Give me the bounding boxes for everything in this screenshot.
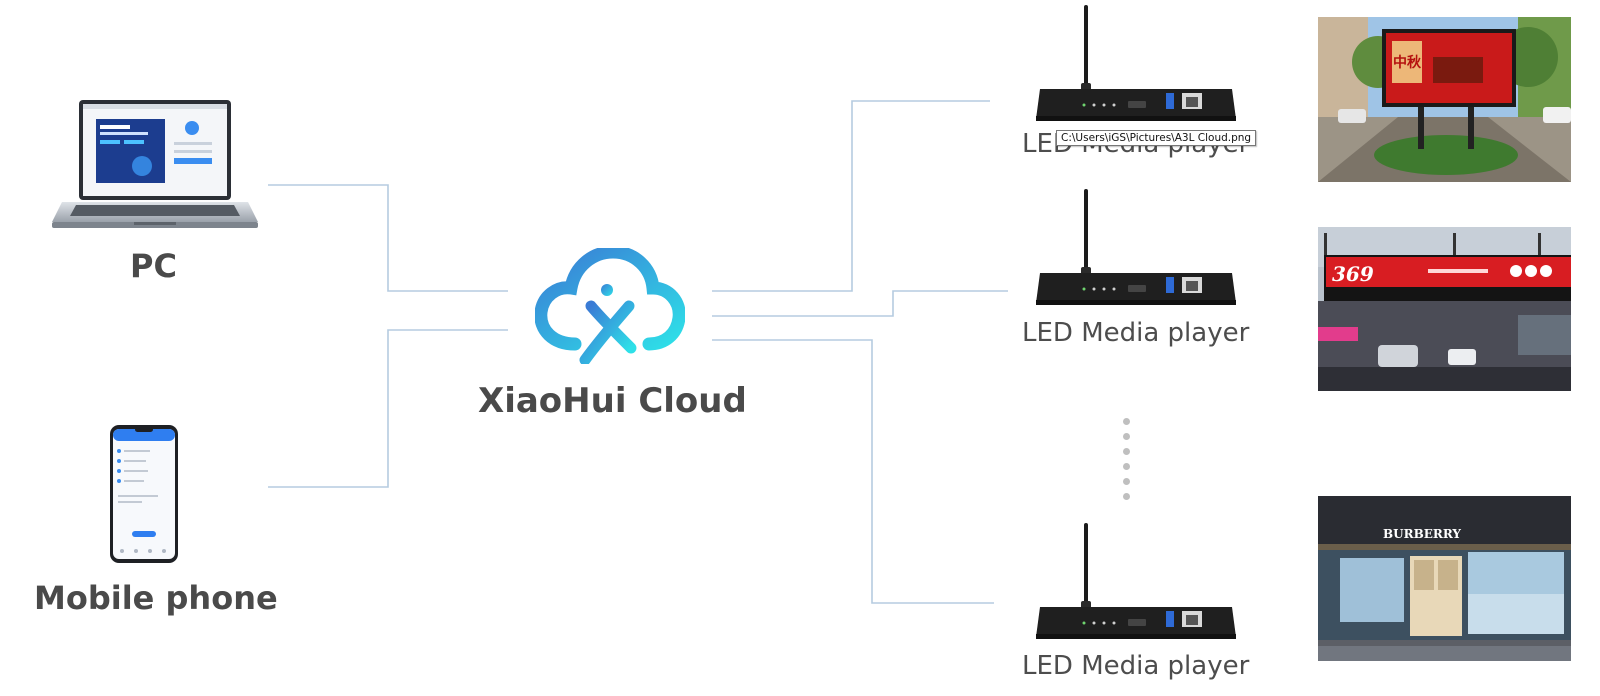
store-sign-text: BURBERRY [1383, 527, 1461, 541]
media-player-device-icon [1036, 5, 1236, 121]
connector-cloud-player-3 [712, 339, 994, 604]
connector-pc-cloud [268, 184, 508, 292]
pc-label: PC [130, 247, 177, 285]
file-path-tooltip: C:\Users\iGS\Pictures\A3L Cloud.png [1056, 130, 1257, 146]
mobile-phone-icon [110, 425, 178, 563]
street-banner-photo: 369 [1318, 227, 1571, 391]
media-player-device-icon [1036, 523, 1236, 639]
media-player-device-icon [1036, 189, 1236, 305]
xiaohui-cloud-label: XiaoHui Cloud [478, 381, 747, 421]
led-media-player-label-2: LED Media player [1022, 318, 1250, 348]
ellipsis-dot [1123, 433, 1130, 440]
mobile-phone-label: Mobile phone [34, 579, 278, 617]
connector-cloud-player-2 [712, 290, 1008, 317]
laptop-icon [52, 100, 258, 228]
banner-text: 369 [1332, 262, 1374, 286]
ellipsis-dot [1123, 448, 1130, 455]
outdoor-billboard-photo: 中秋 [1318, 17, 1571, 182]
storefront-photo: BURBERRY [1318, 496, 1571, 661]
ellipsis-dot [1123, 418, 1130, 425]
xiaohui-cloud-logo-icon [535, 248, 685, 364]
ellipsis-dot [1123, 493, 1130, 500]
led-media-player-label-3: LED Media player [1022, 651, 1250, 681]
ellipsis-dot [1123, 478, 1130, 485]
connector-cloud-player-1 [712, 100, 990, 292]
connector-mobile-cloud [268, 329, 508, 488]
ellipsis-dot [1123, 463, 1130, 470]
billboard-text: 中秋 [1393, 54, 1422, 71]
